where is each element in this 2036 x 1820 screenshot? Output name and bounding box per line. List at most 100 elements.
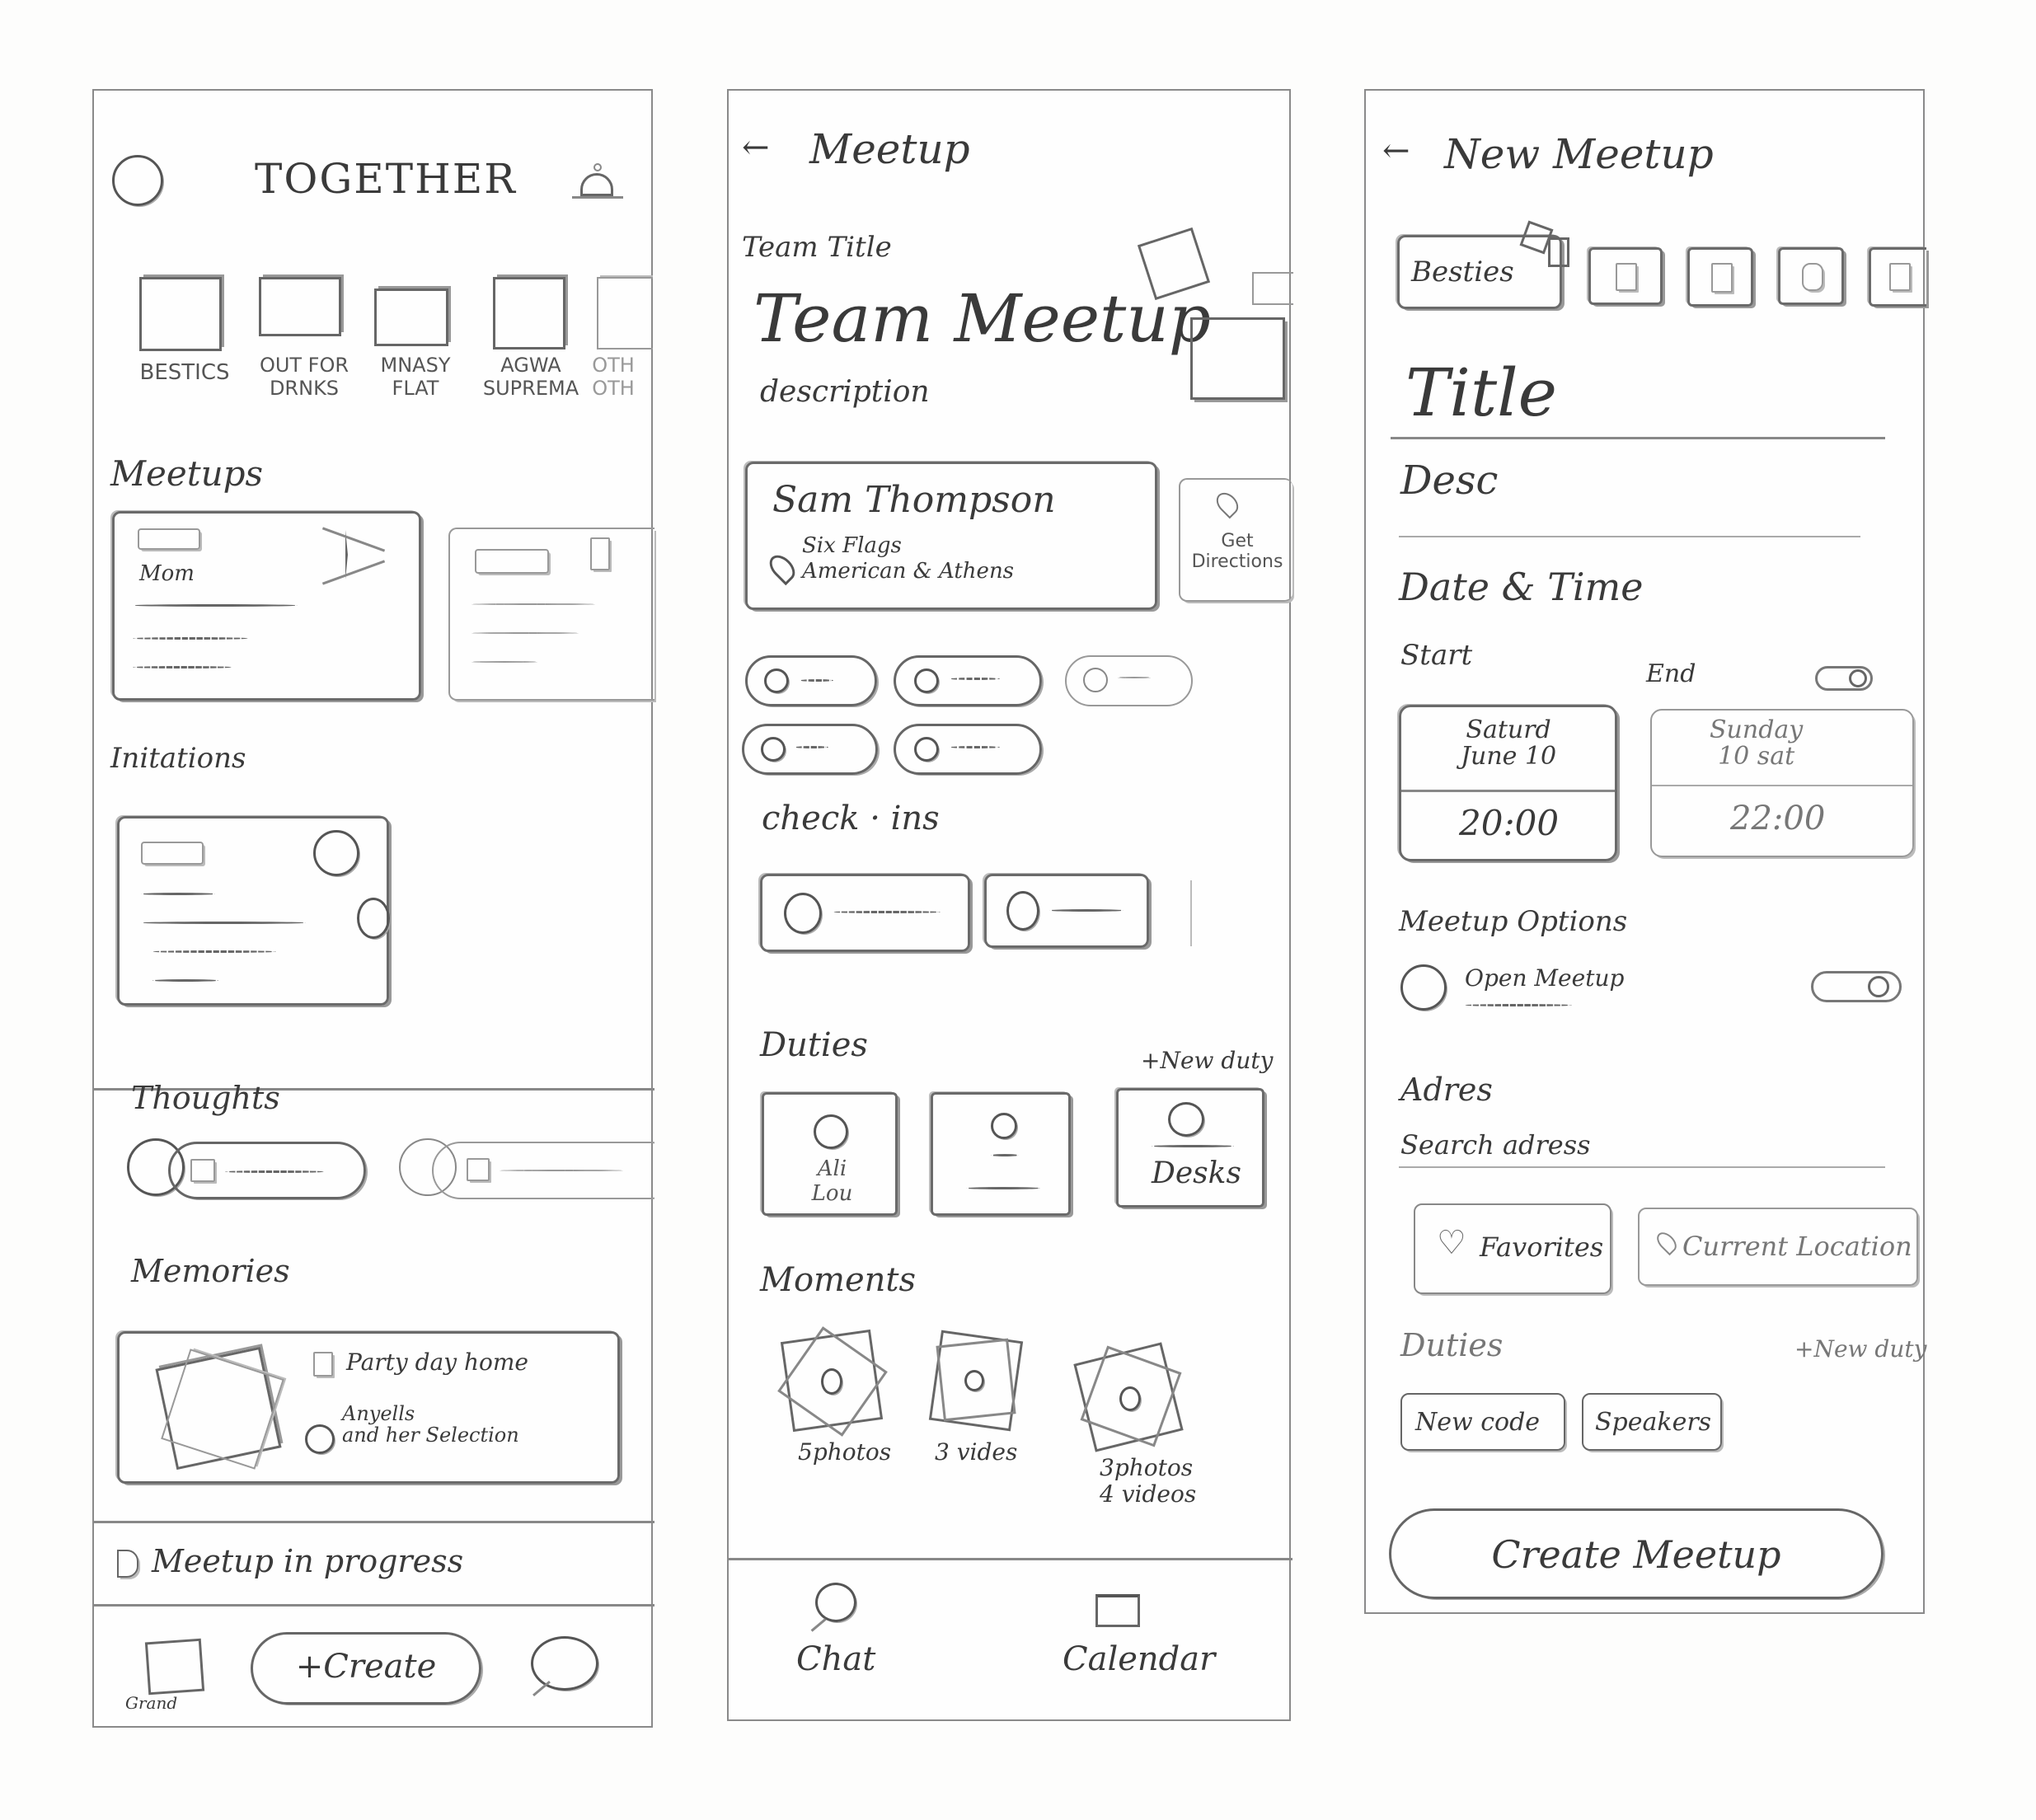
- memory-item-text: Anyells and her Selection: [342, 1402, 519, 1447]
- new-duty-link[interactable]: +New duty: [1141, 1047, 1274, 1074]
- attendee-chip[interactable]: [745, 655, 877, 706]
- checkins-heading: check · ins: [762, 800, 940, 837]
- create-button[interactable]: +Create: [251, 1632, 481, 1705]
- thought-bubble: [432, 1142, 654, 1199]
- duty-card[interactable]: Ali Lou: [762, 1092, 898, 1216]
- location-card[interactable]: Sam Thompson Six Flags American & Athens: [745, 462, 1157, 610]
- group-item-mnasy-flat[interactable]: MNASY FLAT: [366, 272, 473, 404]
- moment-item[interactable]: 3 vides: [910, 1330, 1050, 1484]
- memory-item-avatar: [305, 1424, 335, 1454]
- group-chip[interactable]: [1778, 247, 1844, 305]
- duty-chip[interactable]: New code: [1400, 1393, 1565, 1451]
- date-time-heading: Date & Time: [1399, 565, 1644, 609]
- meetup-card[interactable]: [448, 528, 654, 701]
- grid-icon: [144, 1638, 205, 1696]
- meetup-in-progress-bar[interactable]: Meetup in progress: [94, 1525, 654, 1603]
- start-date-picker[interactable]: Saturd June 10 20:00: [1399, 705, 1617, 861]
- group-chip-besties[interactable]: Besties: [1397, 220, 1569, 309]
- decline-icon[interactable]: [357, 898, 390, 939]
- progress-label: Meetup in progress: [152, 1543, 464, 1579]
- meetup-small-label: Team Title: [742, 231, 892, 264]
- description-input[interactable]: Desc: [1400, 457, 1499, 504]
- duty-card[interactable]: [931, 1092, 1071, 1216]
- memory-item-text: Party day home: [346, 1349, 528, 1376]
- invitation-card[interactable]: [117, 816, 390, 1006]
- participant-avatar: [1190, 317, 1285, 400]
- location-pin-icon: [764, 550, 800, 586]
- group-label: AGWA SUPREMA: [482, 354, 579, 400]
- checkin-card[interactable]: [760, 874, 970, 952]
- create-meetup-button[interactable]: Create Meetup: [1389, 1508, 1884, 1599]
- home-screen: TOGETHER BESTICS OUT FOR DRNKS MNASY FLA…: [92, 89, 654, 1728]
- address-heading: Adres: [1400, 1072, 1493, 1108]
- play-icon: [964, 1370, 984, 1391]
- group-item-agwa-suprema[interactable]: AGWA SUPREMA: [481, 272, 589, 404]
- duty-label: Ali Lou: [811, 1156, 853, 1206]
- memory-card[interactable]: Party day home Anyells and her Selection: [117, 1331, 620, 1484]
- meetup-title: Team Meetup: [753, 280, 1211, 357]
- attendee-chip[interactable]: [894, 724, 1042, 775]
- current-location-button[interactable]: Current Location: [1638, 1208, 1918, 1286]
- heart-icon: ♡: [1437, 1224, 1466, 1262]
- group-icon: [493, 277, 565, 349]
- memory-item-icon: [313, 1352, 333, 1377]
- attendee-chip[interactable]: [1065, 655, 1193, 706]
- group-chip[interactable]: [1869, 247, 1926, 307]
- back-icon[interactable]: ←: [742, 129, 770, 167]
- profile-avatar[interactable]: [112, 155, 163, 206]
- meetup-badge: [138, 528, 200, 550]
- meetup-card-title: Mom: [139, 561, 195, 586]
- duty-chip-label: New code: [1415, 1408, 1541, 1437]
- group-item-besties[interactable]: BESTICS: [131, 272, 238, 404]
- attendee-chip[interactable]: [894, 655, 1042, 706]
- duty-card[interactable]: Desks: [1116, 1088, 1264, 1208]
- thoughts-heading: Thoughts: [131, 1080, 280, 1116]
- meetup-options-heading: Meetup Options: [1399, 905, 1628, 938]
- favorites-label: Favorites: [1480, 1231, 1604, 1263]
- new-duty-link[interactable]: +New duty: [1794, 1335, 1927, 1363]
- checkin-card[interactable]: [984, 874, 1149, 948]
- group-icon: [597, 277, 653, 349]
- group-chip[interactable]: [1588, 247, 1663, 305]
- bell-icon[interactable]: [572, 163, 623, 206]
- nav-item-calendar[interactable]: Calendar: [1038, 1574, 1215, 1698]
- address-search-input[interactable]: Search adress: [1400, 1129, 1591, 1161]
- nav-item-chat[interactable]: Chat: [778, 1574, 902, 1698]
- avatar: [991, 1113, 1017, 1139]
- moment-item[interactable]: 5photos: [762, 1326, 902, 1484]
- thought-bubble: [168, 1142, 366, 1199]
- favorites-button[interactable]: ♡ Favorites: [1414, 1203, 1611, 1294]
- group-item-other[interactable]: OTH OTH: [589, 272, 653, 404]
- duty-label: Desks: [1152, 1156, 1241, 1190]
- nav-item-grand[interactable]: Grand: [119, 1624, 209, 1723]
- group-label: OTH OTH: [592, 354, 635, 400]
- page-title: New Meetup: [1444, 130, 1714, 178]
- duty-chip-label: Speakers: [1595, 1408, 1712, 1437]
- group-icon: [139, 277, 222, 351]
- nav-label: Chat: [796, 1640, 876, 1678]
- group-label: OUT FOR DRNKS: [259, 354, 349, 400]
- title-input[interactable]: Title: [1405, 354, 1558, 431]
- group-chip[interactable]: [1687, 247, 1753, 307]
- thought-item[interactable]: [127, 1133, 407, 1208]
- duty-chip[interactable]: Speakers: [1582, 1393, 1722, 1451]
- back-icon[interactable]: ←: [1382, 132, 1410, 170]
- group-label: BESTICS: [139, 360, 230, 385]
- open-meetup-toggle[interactable]: [1811, 971, 1902, 1002]
- location-pin-icon: [1653, 1228, 1681, 1256]
- accept-icon[interactable]: [313, 830, 359, 876]
- end-time-toggle[interactable]: [1815, 666, 1873, 691]
- group-item-out-for-drinks[interactable]: OUT FOR DRNKS: [251, 272, 358, 404]
- host-name: Sam Thompson: [772, 479, 1056, 521]
- create-button-label: +Create: [295, 1648, 437, 1686]
- meetup-badge: [475, 549, 549, 574]
- moment-item[interactable]: 3photos 4 videos: [1058, 1335, 1223, 1525]
- group-icon: [374, 288, 448, 346]
- get-directions-button[interactable]: Get Directions: [1179, 478, 1292, 602]
- end-date-picker[interactable]: Sunday 10 sat 22:00: [1650, 709, 1914, 857]
- attendee-chip[interactable]: [742, 724, 878, 775]
- thought-item[interactable]: [399, 1133, 654, 1208]
- meetup-card[interactable]: Mom: [112, 511, 421, 701]
- chat-icon[interactable]: [523, 1628, 613, 1706]
- moment-caption: 3photos 4 videos: [1100, 1454, 1197, 1508]
